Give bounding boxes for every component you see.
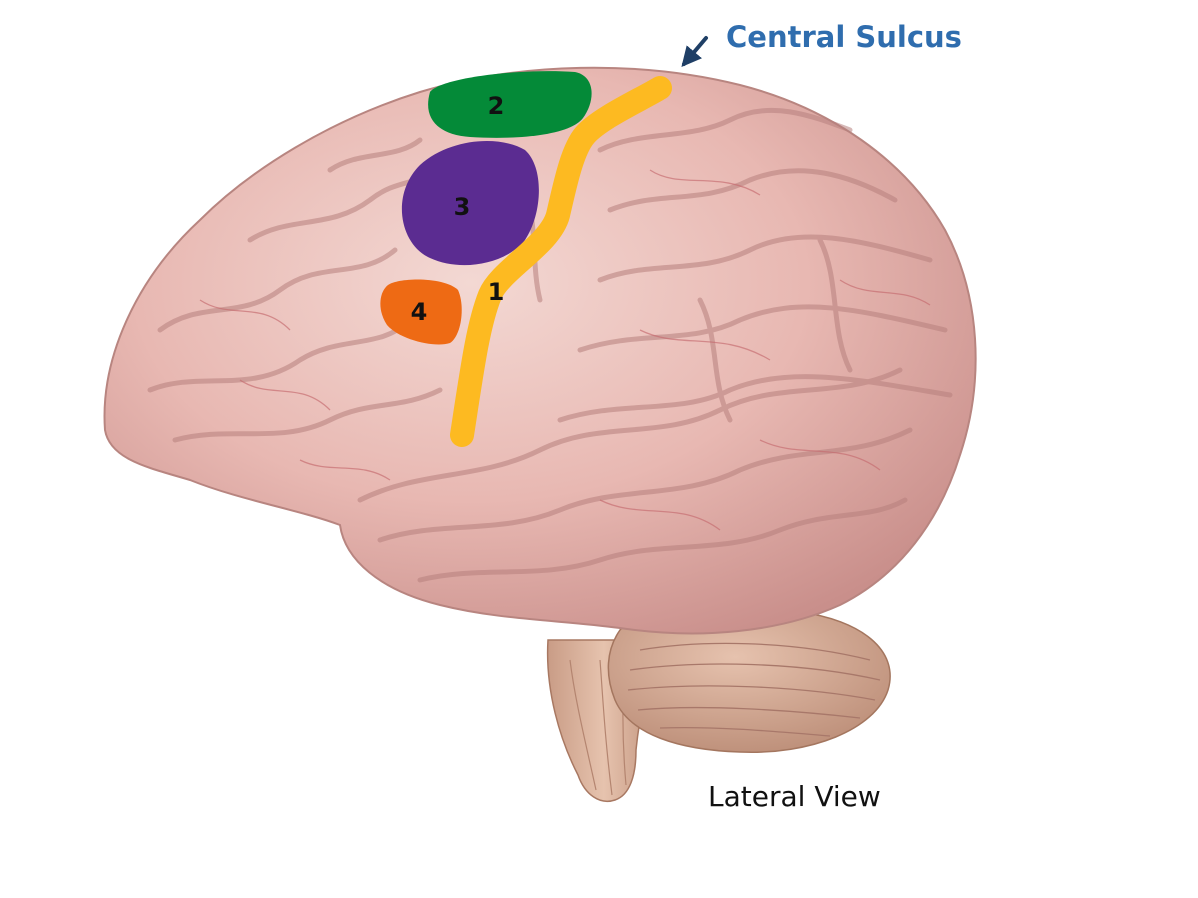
region-1-central-sulcus-line xyxy=(450,76,672,447)
cerebral-cortex xyxy=(103,66,977,635)
region-4-blob xyxy=(380,279,462,345)
cerebellum-folia xyxy=(627,642,881,737)
surface-vessels xyxy=(199,169,931,531)
central-sulcus-arrow xyxy=(681,36,708,68)
region-1-number: 1 xyxy=(488,278,505,306)
region-3-number: 3 xyxy=(454,193,471,221)
view-label: Lateral View xyxy=(708,780,881,813)
central-sulcus-label: Central Sulcus xyxy=(726,20,962,54)
region-3-blob xyxy=(401,141,539,266)
region-2-blob xyxy=(428,71,592,138)
region-4-number: 4 xyxy=(411,298,428,326)
region-2-number: 2 xyxy=(488,92,505,120)
